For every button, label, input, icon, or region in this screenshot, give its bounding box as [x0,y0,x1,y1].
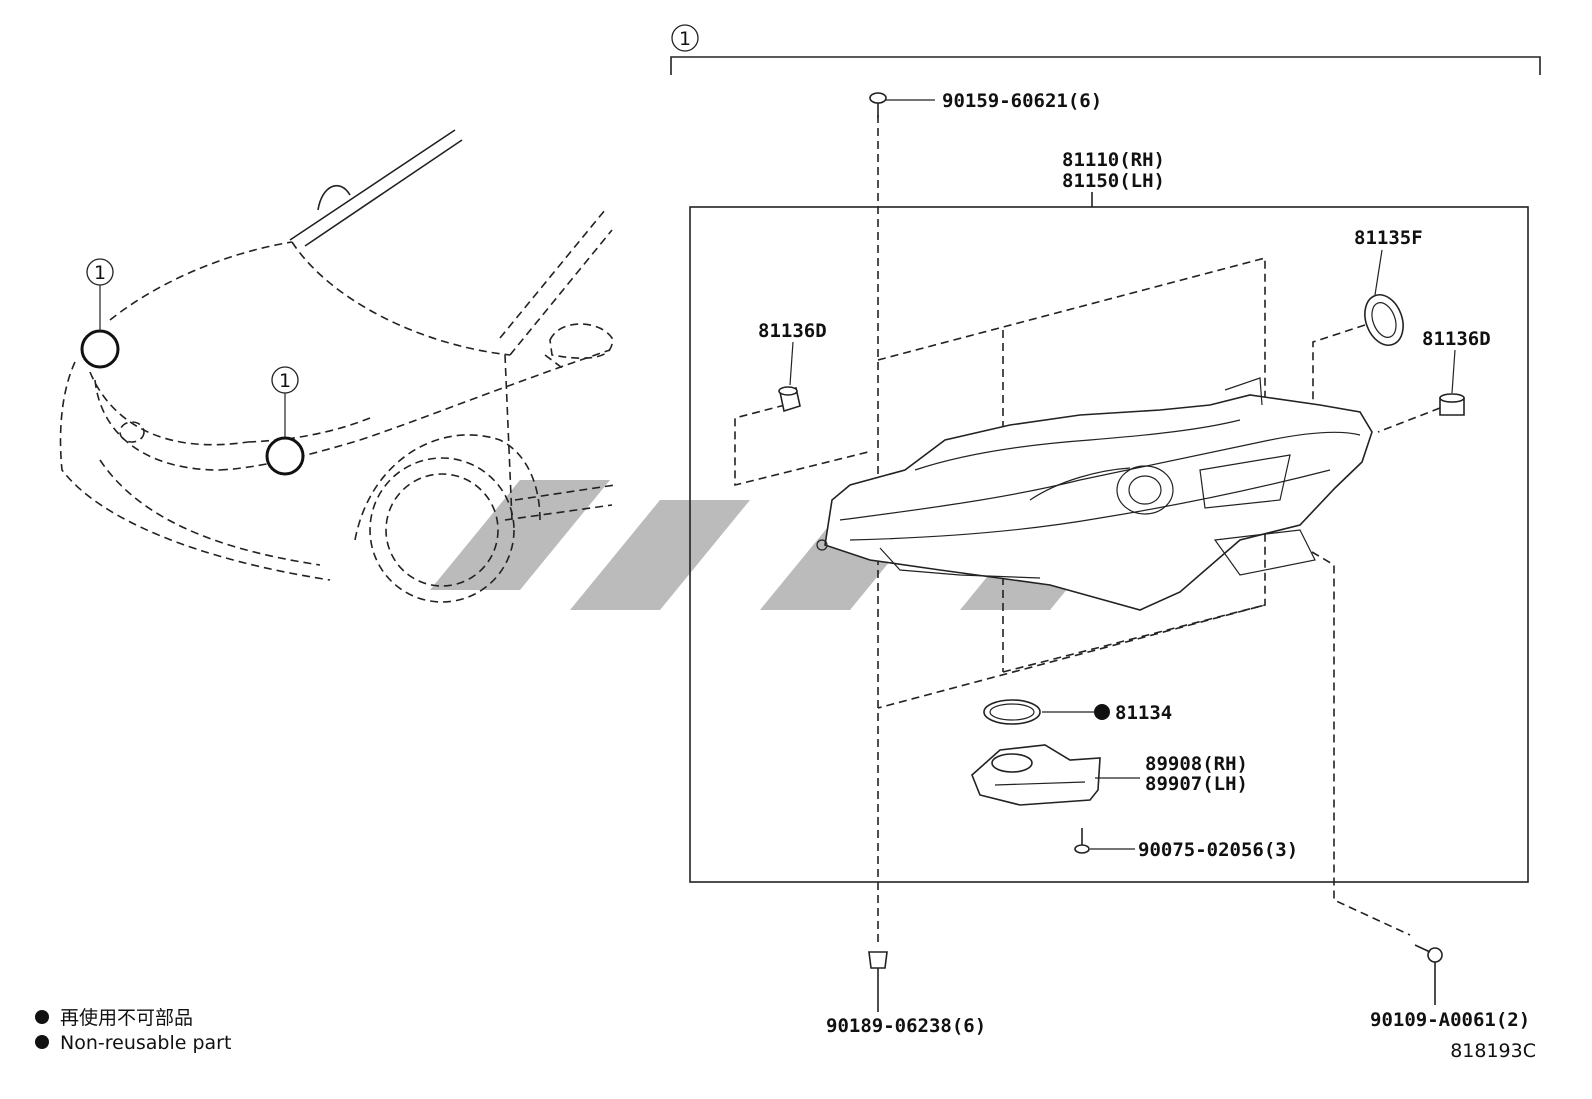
headlamp-assembly-frame [689,206,1529,883]
diagram-code: 818193C [1450,1040,1536,1062]
label-computer-lh: 89907(LH) [1145,773,1248,795]
cushion-left-part [778,386,801,413]
legend-dot-icon [35,1010,49,1024]
non-reusable-dot-81134 [1094,704,1110,720]
legend-english: Non-reusable part [60,1032,231,1054]
legend-japanese: 再使用不可部品 [60,1007,193,1029]
callout-number: 1 [94,262,106,284]
car-front-illustration [59,129,616,603]
label-cushion-left: 81136D [758,320,827,342]
clip-bottom-part [868,951,888,1012]
label-gasket: 81134 [1115,702,1172,724]
car-headlamp-marker-upper: 1 [80,258,120,369]
assembly-bracket: 1 [670,24,1541,75]
label-screw: 90075-02056(3) [1138,839,1298,861]
car-headlamp-marker-lower: 1 [265,366,305,476]
screw-part [1074,828,1090,854]
label-clip-bottom: 90189-06238(6) [826,1015,986,1037]
legend: 再使用不可部品 Non-reusable part [35,1007,231,1054]
label-bolt-bottom: 90109-A0061(2) [1370,1009,1530,1031]
label-bolt-top: 90159-60621(6) [942,90,1102,112]
headlamp-unit [816,377,1373,611]
leader-lines [789,99,1456,850]
lamp-computer-module [971,744,1101,806]
label-computer-rh: 89908(RH) [1145,753,1248,775]
legend-dot-icon [35,1035,49,1049]
assembly-callout-number: 1 [679,28,691,50]
cap-part [1364,294,1404,346]
cushion-right-part [1439,393,1465,416]
bolt-top-part [869,92,887,118]
label-headlamp-rh: 81110(RH) [1062,149,1165,171]
label-cap: 81135F [1354,227,1423,249]
bolt-bottom-part [1414,944,1443,1005]
label-headlamp-lh: 81150(LH) [1062,170,1165,192]
callout-number: 1 [279,370,291,392]
label-cushion-right: 81136D [1422,328,1491,350]
